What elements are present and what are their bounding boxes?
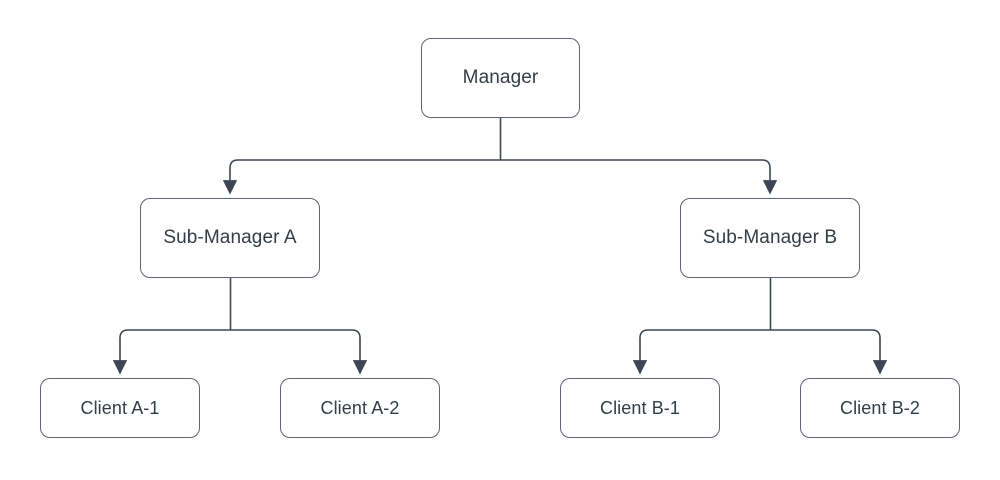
node-client-b-1[interactable]: Client B-1	[560, 378, 720, 438]
edge-sub-a-client-a2	[230, 329, 368, 375]
node-client-a-1[interactable]: Client A-1	[40, 378, 200, 438]
node-sub-manager-b-label: Sub-Manager B	[702, 227, 838, 248]
node-sub-manager-a-label: Sub-Manager A	[163, 227, 297, 248]
node-sub-manager-a[interactable]: Sub-Manager A	[140, 198, 320, 278]
edge-sub-a-client-a1	[112, 329, 231, 375]
node-manager-label: Manager	[462, 67, 539, 88]
node-client-a-1-label: Client A-1	[80, 397, 160, 418]
edge-sub-b-client-b1	[632, 329, 771, 375]
edge-manager-sub-a	[222, 159, 501, 195]
node-manager[interactable]: Manager	[421, 38, 580, 118]
edge-sub-b-client-b2	[770, 329, 888, 375]
node-client-a-2[interactable]: Client A-2	[280, 378, 440, 438]
node-client-b-2[interactable]: Client B-2	[800, 378, 960, 438]
node-client-b-2-label: Client B-2	[839, 397, 921, 418]
node-sub-manager-b[interactable]: Sub-Manager B	[680, 198, 860, 278]
edge-manager-sub-b	[500, 159, 778, 195]
node-client-a-2-label: Client A-2	[320, 397, 400, 418]
node-client-b-1-label: Client B-1	[599, 397, 681, 418]
